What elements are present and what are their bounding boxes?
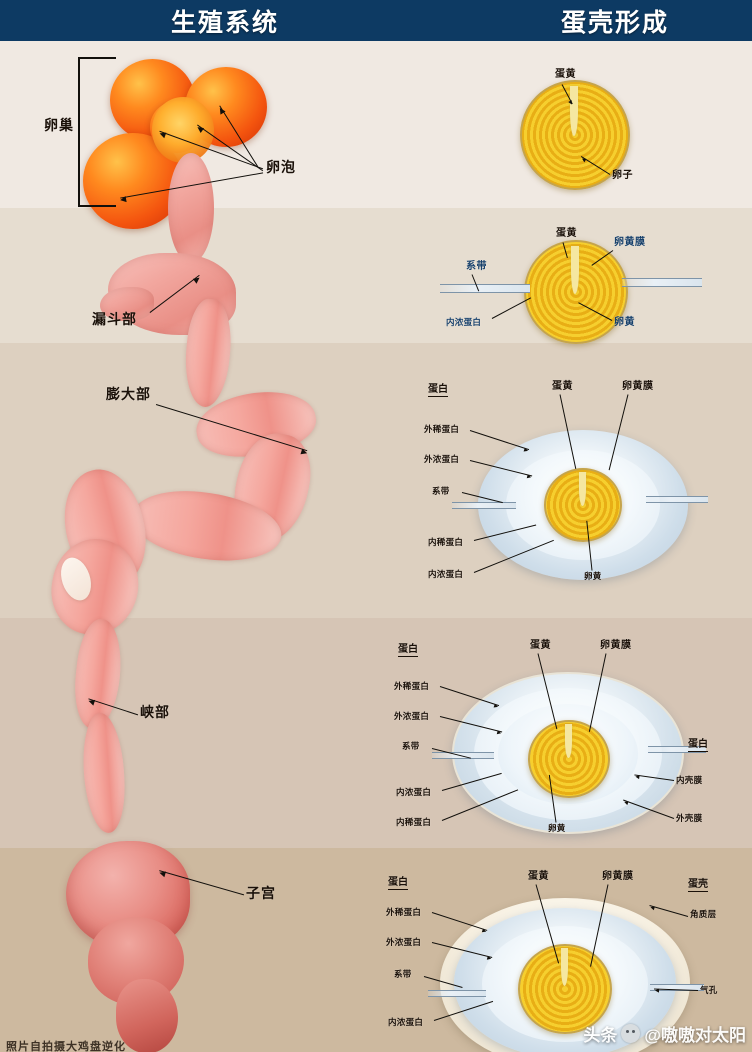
label-stage5-pore: 气孔 [700, 985, 718, 995]
label-stage5-chalaza: 系带 [394, 969, 412, 979]
stage-2-diagram [524, 240, 628, 344]
bottom-caption: 照片自拍摄大鸡盘逆化 [6, 1041, 126, 1052]
watermark-platform: 头条 [583, 1026, 618, 1045]
isthmus-lower [79, 711, 129, 835]
label-stage4-chalaza: 系带 [402, 741, 420, 751]
label-stage3-outer-thin: 外稀蛋白 [424, 424, 460, 434]
reproductive-tract-photo [0, 41, 376, 1052]
header-title-left: 生殖系统 [170, 9, 279, 37]
label-stage4-outer-thin: 外稀蛋白 [394, 681, 430, 691]
stage-2-chalaza-left [440, 284, 530, 293]
heading-stage4-albumen: 蛋白 [398, 644, 418, 657]
stage-5-diagram [440, 898, 690, 1052]
stage-4-diagram [452, 672, 684, 834]
label-stage5-cuticle: 角质层 [690, 909, 717, 919]
stage-5-latebra [561, 948, 568, 986]
label-stage3-chalaza: 系带 [432, 486, 450, 496]
stage-1-diagram [520, 80, 630, 190]
label-stage5-outer-thick: 外浓蛋白 [386, 937, 422, 947]
label-stage4-vitelline: 卵黄膜 [600, 640, 632, 651]
stage-3-diagram [478, 430, 688, 580]
label-stage5-outer-thin: 外稀蛋白 [386, 907, 422, 917]
stage-2-latebra [571, 246, 579, 294]
label-stage3-yolk-body: 卵黄 [584, 571, 602, 581]
label-stage2-vitelline: 卵黄膜 [614, 237, 646, 248]
label-ovary: 卵巢 [44, 117, 74, 133]
heading-stage5-albumen: 蛋白 [388, 877, 408, 890]
label-stage4-yolk: 蛋黄 [530, 640, 551, 651]
label-stage3-inner-thick: 内浓蛋白 [428, 569, 464, 579]
label-stage1-yolk: 蛋黄 [555, 69, 576, 80]
arrowhead-stage4-inner-shell-membrane [635, 774, 640, 780]
label-uterus: 子宫 [246, 885, 276, 901]
label-magnum: 膨大部 [106, 386, 151, 402]
stage-4-latebra [565, 724, 572, 758]
ovary-stalk [168, 153, 214, 263]
label-stage5-vitelline: 卵黄膜 [602, 871, 634, 882]
stage-3-chalaza-left [452, 502, 516, 509]
label-stage3-outer-thick: 外浓蛋白 [424, 454, 460, 464]
label-isthmus: 峡部 [140, 704, 170, 720]
heading-stage5-shell: 蛋壳 [688, 879, 708, 892]
poster-header: 生殖系统 蛋壳形成 [0, 0, 752, 41]
label-stage3-vitelline: 卵黄膜 [622, 381, 654, 392]
infundibulum-lip [100, 287, 154, 321]
stage-3-chalaza-right [646, 496, 708, 503]
label-stage4-outer-thick: 外浓蛋白 [394, 711, 430, 721]
label-stage4-inner-thin: 内稀蛋白 [396, 817, 432, 827]
label-follicle: 卵泡 [266, 159, 296, 175]
watermark-handle: @嗷嗷对太阳 [644, 1026, 746, 1045]
heading-stage4-membrane: 蛋白 [688, 739, 708, 752]
heading-stage3-albumen: 蛋白 [428, 384, 448, 397]
stage-2-chalaza-right [622, 278, 702, 287]
stage-4-chalaza-right [648, 746, 706, 753]
watermark-avatar-icon [621, 1024, 641, 1043]
label-stage2-yolk-body: 卵黄 [614, 317, 635, 328]
label-stage2-chalaza: 系带 [466, 261, 487, 272]
stage-3-latebra [579, 472, 586, 506]
label-stage4-inner-shell-membrane: 内壳膜 [676, 775, 703, 785]
label-stage2-inner-thick: 内浓蛋白 [446, 317, 482, 327]
vagina-cloaca [116, 979, 178, 1052]
arrowhead-follicle-3 [119, 196, 127, 204]
label-stage4-outer-shell-membrane: 外壳膜 [676, 813, 703, 823]
label-stage4-inner-thick: 内浓蛋白 [396, 787, 432, 797]
label-stage1-ovum: 卵子 [612, 170, 633, 181]
label-stage4-yolk-body: 卵黄 [548, 823, 566, 833]
arrowhead-stage5-pore [654, 988, 660, 993]
header-title-right: 蛋壳形成 [560, 9, 669, 37]
label-stage5-inner-thick: 内浓蛋白 [388, 1017, 424, 1027]
stage-5-chalaza-right [650, 984, 704, 991]
stage-1-latebra [570, 86, 578, 136]
label-stage5-yolk: 蛋黄 [528, 871, 549, 882]
watermark: 头条 @嗷嗷对太阳 [583, 1021, 746, 1046]
label-stage3-inner-thin: 内稀蛋白 [428, 537, 464, 547]
label-infundibulum: 漏斗部 [92, 311, 137, 327]
label-stage2-yolk: 蛋黄 [556, 228, 577, 239]
label-stage3-yolk: 蛋黄 [552, 381, 573, 392]
ovary-bracket [78, 57, 116, 207]
stage-5-chalaza-left [428, 990, 486, 997]
